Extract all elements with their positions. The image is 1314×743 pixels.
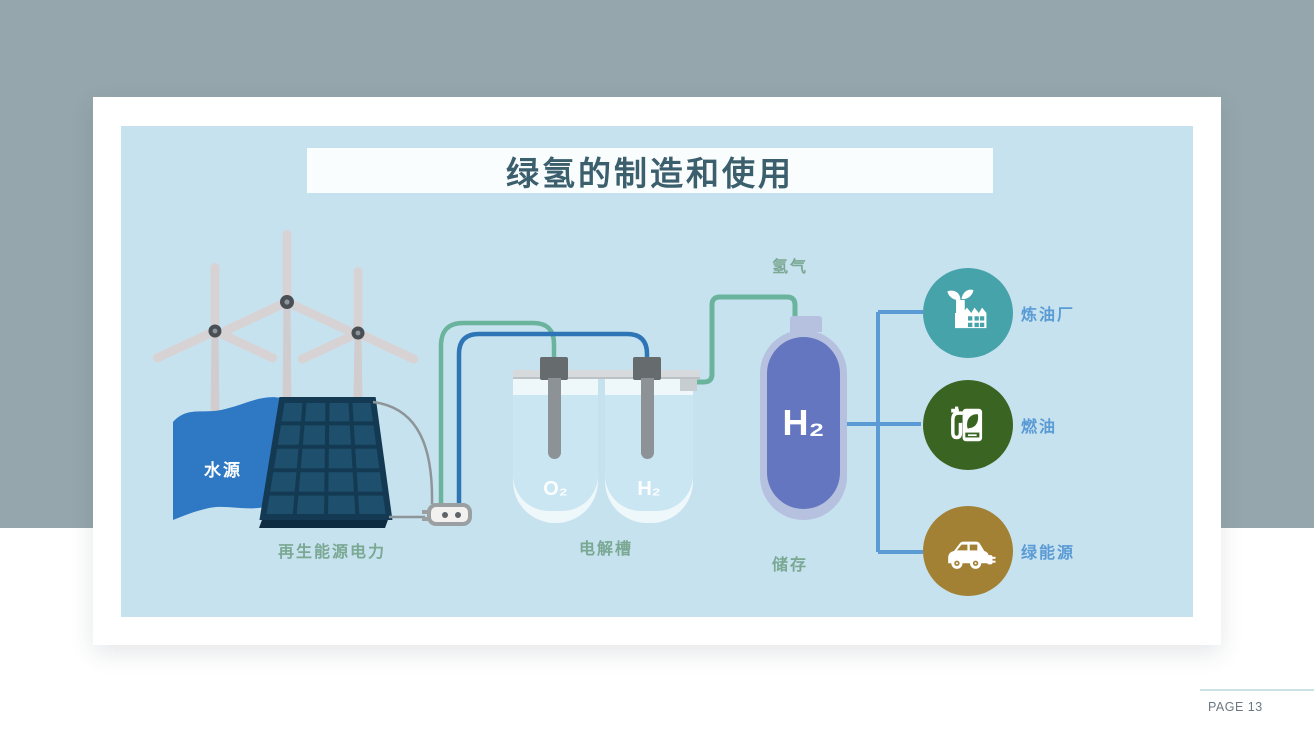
hydrogen-pipe [693, 294, 798, 385]
tank-h2-label: H₂ [782, 402, 825, 443]
refinery-circle [923, 268, 1013, 358]
slide-title: 绿氢的制造和使用 [506, 154, 794, 192]
electrolyzer-bar [513, 370, 700, 379]
fuel-label: 燃油 [1021, 419, 1058, 436]
socket-prong [422, 517, 429, 521]
blue-wire [456, 331, 650, 504]
electrode-rod [641, 378, 654, 459]
title-banner: 绿氢的制造和使用 [307, 148, 993, 193]
wires-layer [372, 294, 923, 554]
storage-label: 储存 [771, 557, 808, 574]
hydrogen-vessel-label: H₂ [637, 478, 661, 500]
hydrogen-gas-label: 氢气 [771, 259, 808, 276]
electrode-rod [548, 378, 561, 459]
electrode-terminal [633, 357, 661, 380]
connector-lines [847, 310, 923, 554]
socket-hole [455, 512, 461, 518]
oxygen-label: O₂ [543, 478, 568, 500]
footer-divider-line [1200, 689, 1314, 691]
use-item-green-energy: 绿能源 [923, 506, 1075, 596]
power-socket [422, 503, 472, 526]
hydrogen-tank: H₂ [760, 330, 847, 520]
use-item-refinery: 炼油厂 [923, 268, 1075, 358]
tank-nozzle [790, 316, 822, 332]
fuel-circle [923, 380, 1013, 470]
slide: 水源 再生能源电力 [93, 97, 1221, 645]
solar-wire [372, 400, 434, 505]
page-number: PAGE 13 [1208, 700, 1263, 714]
factory-icon [947, 289, 987, 329]
water-source-label: 水源 [204, 461, 242, 480]
refinery-label: 炼油厂 [1021, 307, 1076, 324]
green-energy-circle [923, 506, 1013, 596]
electric-car-icon [948, 541, 996, 569]
hydrogen-tank-body: H₂ [767, 337, 840, 509]
content-panel: 水源 再生能源电力 [121, 126, 1193, 617]
green-energy-label: 绿能源 [1021, 545, 1076, 562]
socket-hole [442, 512, 448, 518]
electrolyzer-label: 电解槽 [578, 541, 633, 558]
use-item-fuel: 燃油 [923, 380, 1057, 470]
fuel-pump-icon [951, 406, 983, 442]
electrode-terminal [540, 357, 568, 380]
solar-panel [259, 397, 393, 528]
renewable-power-label: 再生能源电力 [277, 544, 386, 561]
socket-prong [422, 510, 429, 514]
